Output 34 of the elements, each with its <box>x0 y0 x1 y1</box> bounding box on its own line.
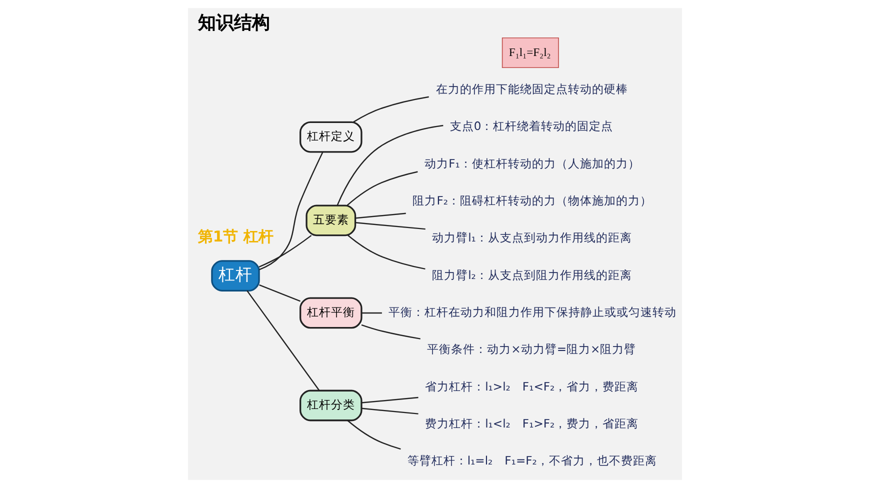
node-text: 费力杠杆：l₁<l₂ F₁>F₂，费力，省距离 <box>425 416 639 431</box>
node-box: 五要素 <box>306 204 356 236</box>
node-text: 阻力臂l₂：从支点到阻力作用线的距离 <box>432 268 632 282</box>
connector <box>258 152 324 270</box>
node-text: 在力的作用下能绕固定点转动的硬棒 <box>436 82 628 96</box>
connector <box>346 171 418 206</box>
connector <box>347 420 401 450</box>
connector <box>259 284 301 302</box>
connector <box>362 396 418 404</box>
node-text: 平衡条件：动力×动力臂=阻力×阻力臂 <box>427 342 636 356</box>
connector <box>353 96 429 123</box>
connector <box>246 290 320 391</box>
node-text: 支点0：杠杆绕着转动的固定点 <box>450 119 614 134</box>
node-text: 阻力F₂：阻碍杠杆转动的力（物体施加的力） <box>412 194 652 208</box>
node-box: 杠杆分类 <box>300 390 362 422</box>
connector <box>362 408 418 414</box>
node-text: 等臂杠杆：l₁=l₂ F₁=F₂，不省力，也不费距离 <box>407 454 657 468</box>
node-box: 杠杆平衡 <box>300 297 362 329</box>
connector <box>361 324 420 340</box>
connector <box>362 312 382 314</box>
label: 第1节 杠杆 <box>198 227 274 246</box>
connector <box>348 234 426 270</box>
node-text: 动力F₁：使杠杆转动的力（人施加的力） <box>424 156 640 170</box>
node-box: 杠杆定义 <box>300 121 362 153</box>
connector <box>258 234 312 268</box>
connector <box>356 222 426 230</box>
node-text: 省力杠杆：l₁>l₂ F₁<F₂，省力，费距离 <box>425 379 639 394</box>
node-box: F₁l₁=F₂l₂ <box>502 37 559 68</box>
connector <box>356 212 406 219</box>
node-box: 杠杆 <box>211 260 260 292</box>
node-text: 平衡：杠杆在动力和阻力作用下保持静止或或匀速转动 <box>388 305 677 320</box>
node-text: 动力臂l₁：从支点到动力作用线的距离 <box>432 230 632 245</box>
connector <box>336 124 444 206</box>
diagram-title: 知识结构 <box>198 12 270 34</box>
